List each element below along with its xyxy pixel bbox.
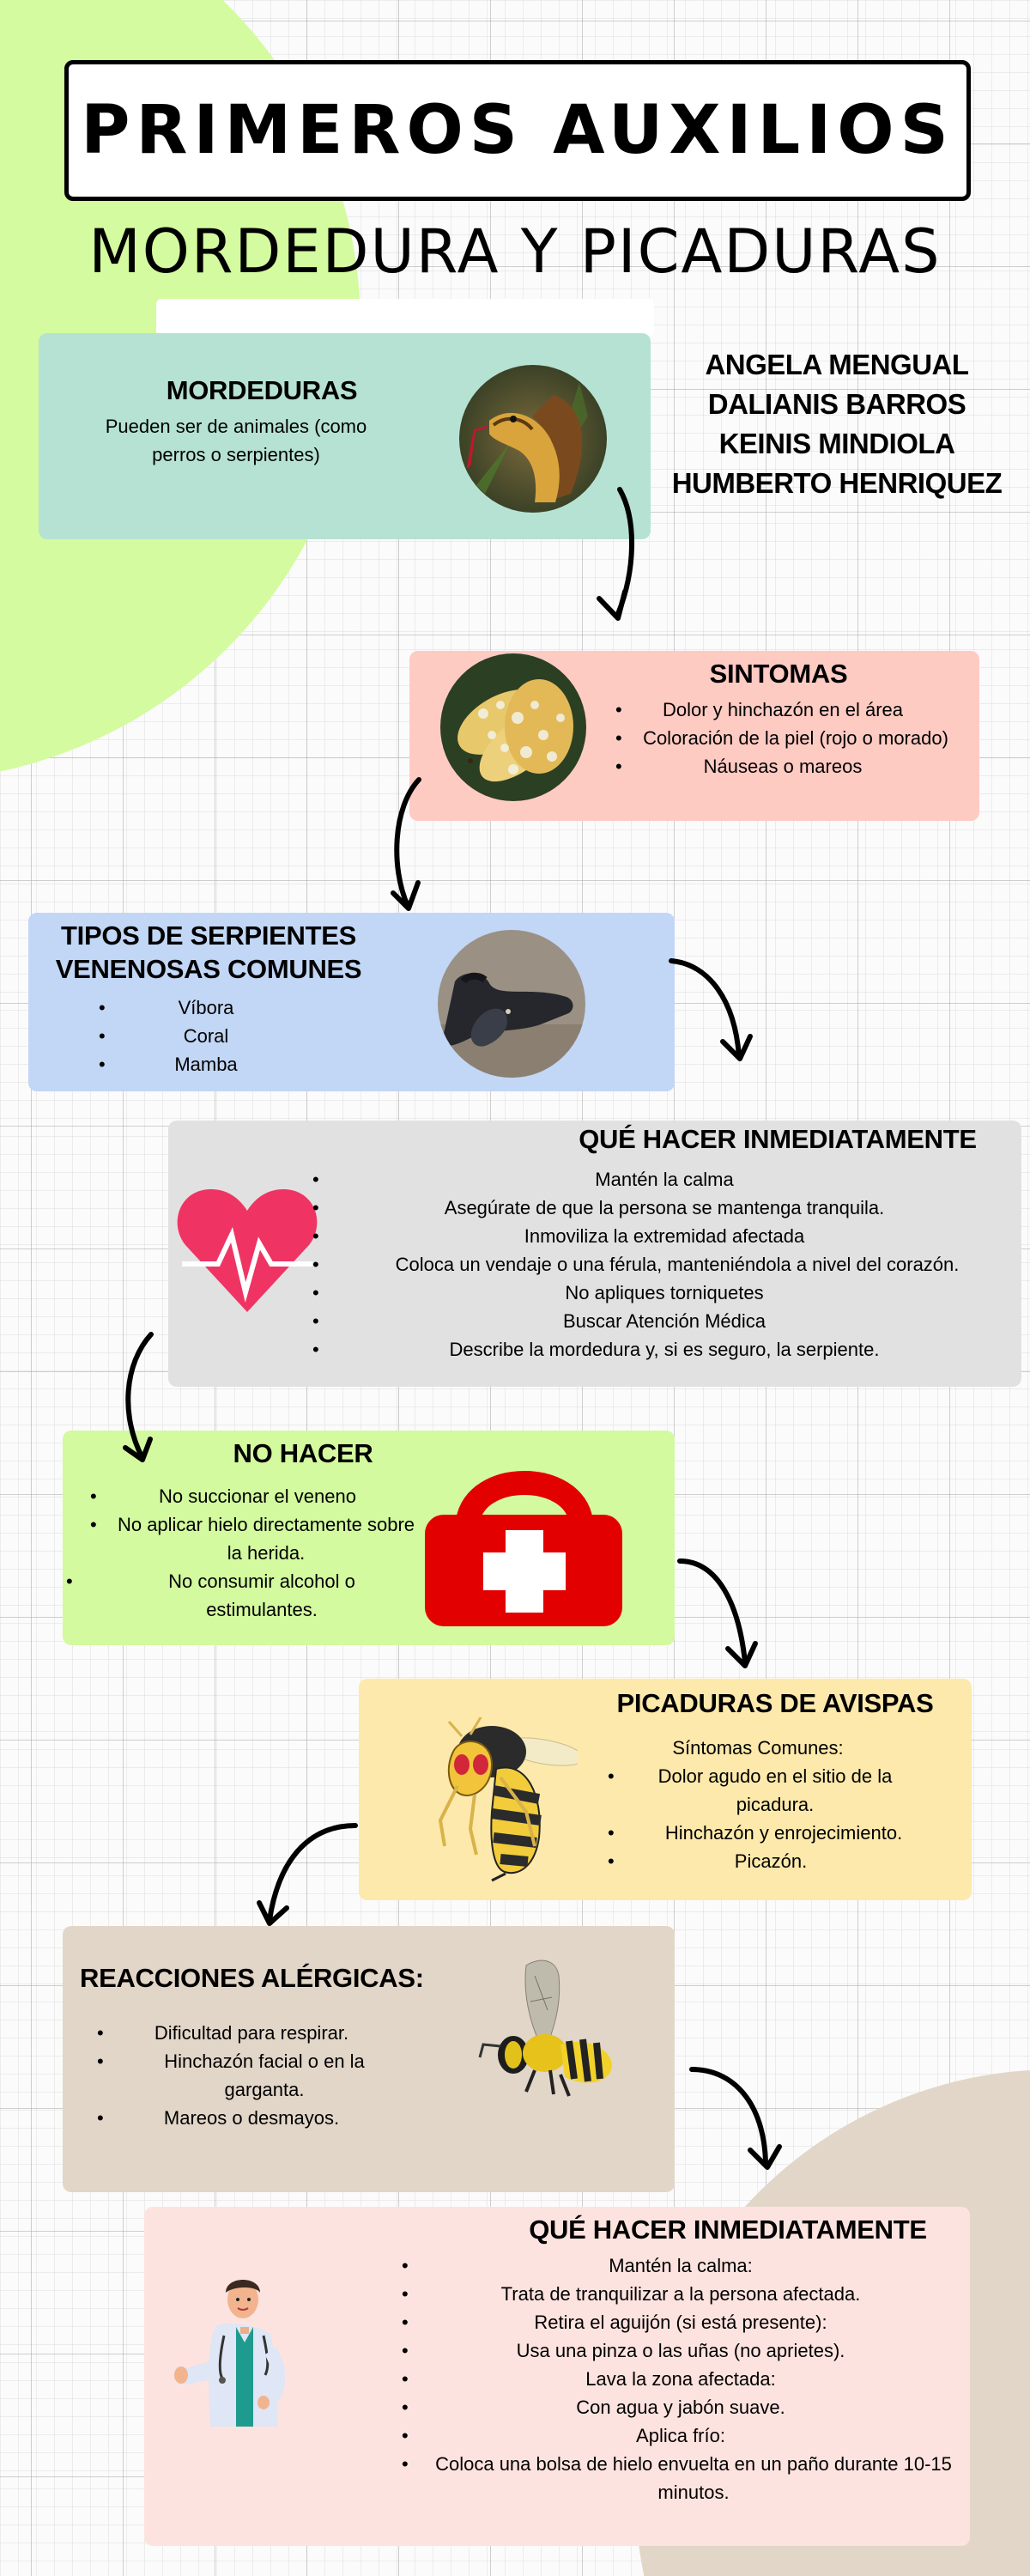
author-name: DALIANIS BARROS xyxy=(707,388,966,420)
list-item: •Mamba xyxy=(99,1054,238,1075)
arrow-down-icon xyxy=(669,958,753,1061)
card-no-hacer: NO HACER •No succionar el veneno •No apl… xyxy=(63,1431,675,1645)
tipos-list: •Víbora •Coral •Mamba xyxy=(99,993,313,1078)
arrow-down-icon xyxy=(257,1823,358,1926)
card-title: TIPOS DE SERPIENTES VENENOSAS COMUNES xyxy=(55,920,362,984)
list-item: •Dificultad para respirar. xyxy=(97,2022,349,2044)
list-item: •Náuseas o mareos xyxy=(615,756,863,777)
page-subtitle: MORDEDURA Y PICADURAS xyxy=(88,216,942,287)
card-picaduras-avispas: PICADURAS DE AVISPAS Síntomas Comunes: •… xyxy=(359,1679,972,1900)
list-item: •Coloración de la piel (rojo o morado) xyxy=(615,727,948,749)
first-aid-kit-icon xyxy=(425,1471,622,1626)
card-que-hacer-picadura: QUÉ HACER INMEDIATAMENTE •Mantén la calm… xyxy=(144,2207,970,2546)
wasp-illustration xyxy=(438,1717,578,1882)
list-item: •Dolor y hinchazón en el área xyxy=(615,699,904,720)
list-item: •No apliques torniquetes xyxy=(312,1282,764,1303)
sintomas-list: •Dolor y hinchazón en el área •Coloració… xyxy=(615,696,950,781)
alergicas-list: •Dificultad para respirar. •Hinchazón fa… xyxy=(97,2019,380,2132)
list-item: •Mantén la calma: xyxy=(402,2255,753,2276)
doctor-illustration xyxy=(174,2280,286,2427)
author-name: HUMBERTO HENRIQUEZ xyxy=(671,467,1003,499)
list-item: •Dolor agudo en el sitio de la picadura. xyxy=(608,1765,893,1815)
sintomas-comunes-label: Síntomas Comunes: xyxy=(672,1737,844,1759)
card-title: PICADURAS DE AVISPAS xyxy=(616,1688,934,1718)
card-mordeduras: MORDEDURAS Pueden ser de animales (como … xyxy=(39,333,651,539)
no-hacer-list: •No succionar el veneno •No aplicar hiel… xyxy=(66,1482,425,1624)
list-item: •Lava la zona afectada: xyxy=(402,2368,776,2390)
list-item: •Víbora xyxy=(99,997,234,1018)
avispas-list: •Dolor agudo en el sitio de la picadura.… xyxy=(608,1762,934,1875)
list-item: •Trata de tranquilizar a la persona afec… xyxy=(402,2283,861,2305)
list-item: •Retira el aguijón (si está presente): xyxy=(402,2312,827,2333)
list-item: •Hinchazón y enrojecimiento. xyxy=(608,1822,903,1844)
list-item: •Coloca un vendaje o una férula, manteni… xyxy=(312,1254,960,1275)
dark-snake-photo xyxy=(438,930,585,1078)
page-title: PRIMEROS AUXILIOS xyxy=(81,92,954,169)
card-title: QUÉ HACER INMEDIATAMENTE xyxy=(529,2215,927,2245)
que-hacer-list: •Mantén la calma •Asegúrate de que la pe… xyxy=(312,1165,1016,1364)
card-text: Pueden ser de animales (como perros o se… xyxy=(105,416,367,465)
heart-pulse-icon xyxy=(177,1189,318,1312)
card-reacciones-alergicas: REACCIONES ALÉRGICAS: •Dificultad para r… xyxy=(63,1926,675,2192)
card-title: MORDEDURAS xyxy=(166,375,358,405)
card-tipos-serpientes: TIPOS DE SERPIENTES VENENOSAS COMUNES •V… xyxy=(28,913,675,1091)
card-sintomas: SINTOMAS •Dolor y hinchazón en el área •… xyxy=(409,651,979,821)
list-item: •Mareos o desmayos. xyxy=(97,2107,340,2129)
authors-list: ANGELA MENGUAL DALIANIS BARROS KEINIS MI… xyxy=(652,345,1021,503)
list-item: •Buscar Atención Médica xyxy=(312,1310,766,1332)
arrow-down-icon xyxy=(391,777,421,911)
list-item: •Coloca una bolsa de hielo envuelta en u… xyxy=(402,2453,952,2503)
arrow-down-icon xyxy=(677,1558,758,1668)
list-item: •Usa una pinza o las uñas (no aprietes). xyxy=(402,2340,845,2361)
title-box: PRIMEROS AUXILIOS xyxy=(64,60,971,201)
list-item: •No succionar el veneno xyxy=(90,1485,356,1507)
list-item: •Inmoviliza la extremidad afectada xyxy=(312,1225,805,1247)
card-que-hacer-mordedura: QUÉ HACER INMEDIATAMENTE •Mantén la calm… xyxy=(168,1121,1021,1387)
author-name: KEINIS MINDIOLA xyxy=(718,428,955,459)
card-title: QUÉ HACER INMEDIATAMENTE xyxy=(579,1124,977,1154)
list-item: •Asegúrate de que la persona se mantenga… xyxy=(312,1197,885,1218)
list-item: •Picazón. xyxy=(608,1850,808,1872)
card-title: SINTOMAS xyxy=(709,659,848,689)
que-hacer-picadura-list: •Mantén la calma: •Trata de tranquilizar… xyxy=(402,2251,960,2506)
card-title: NO HACER xyxy=(233,1438,373,1468)
snake-head-photo xyxy=(459,365,607,513)
bee-illustration xyxy=(478,1959,612,2097)
author-name: ANGELA MENGUAL xyxy=(705,349,969,380)
arrow-down-icon xyxy=(689,2067,782,2170)
list-item: •Describe la mordedura y, si es seguro, … xyxy=(312,1339,880,1360)
card-title: REACCIONES ALÉRGICAS: xyxy=(80,1963,424,1993)
list-item: •Con agua y jabón suave. xyxy=(402,2397,785,2418)
arrow-down-icon xyxy=(597,487,635,621)
list-item: •Hinchazón facial o en la garganta. xyxy=(97,2050,365,2100)
decorative-white-strip xyxy=(156,299,654,337)
list-item: •No aplicar hielo directamente sobre la … xyxy=(90,1514,415,1564)
yellow-python-photo xyxy=(440,653,586,801)
list-item: •Mantén la calma xyxy=(312,1169,734,1190)
list-item: •Aplica frío: xyxy=(402,2425,725,2446)
list-item: •Coral xyxy=(99,1025,229,1047)
list-item: •No consumir alcohol o estimulantes. xyxy=(66,1571,355,1620)
arrow-down-icon xyxy=(123,1332,154,1462)
